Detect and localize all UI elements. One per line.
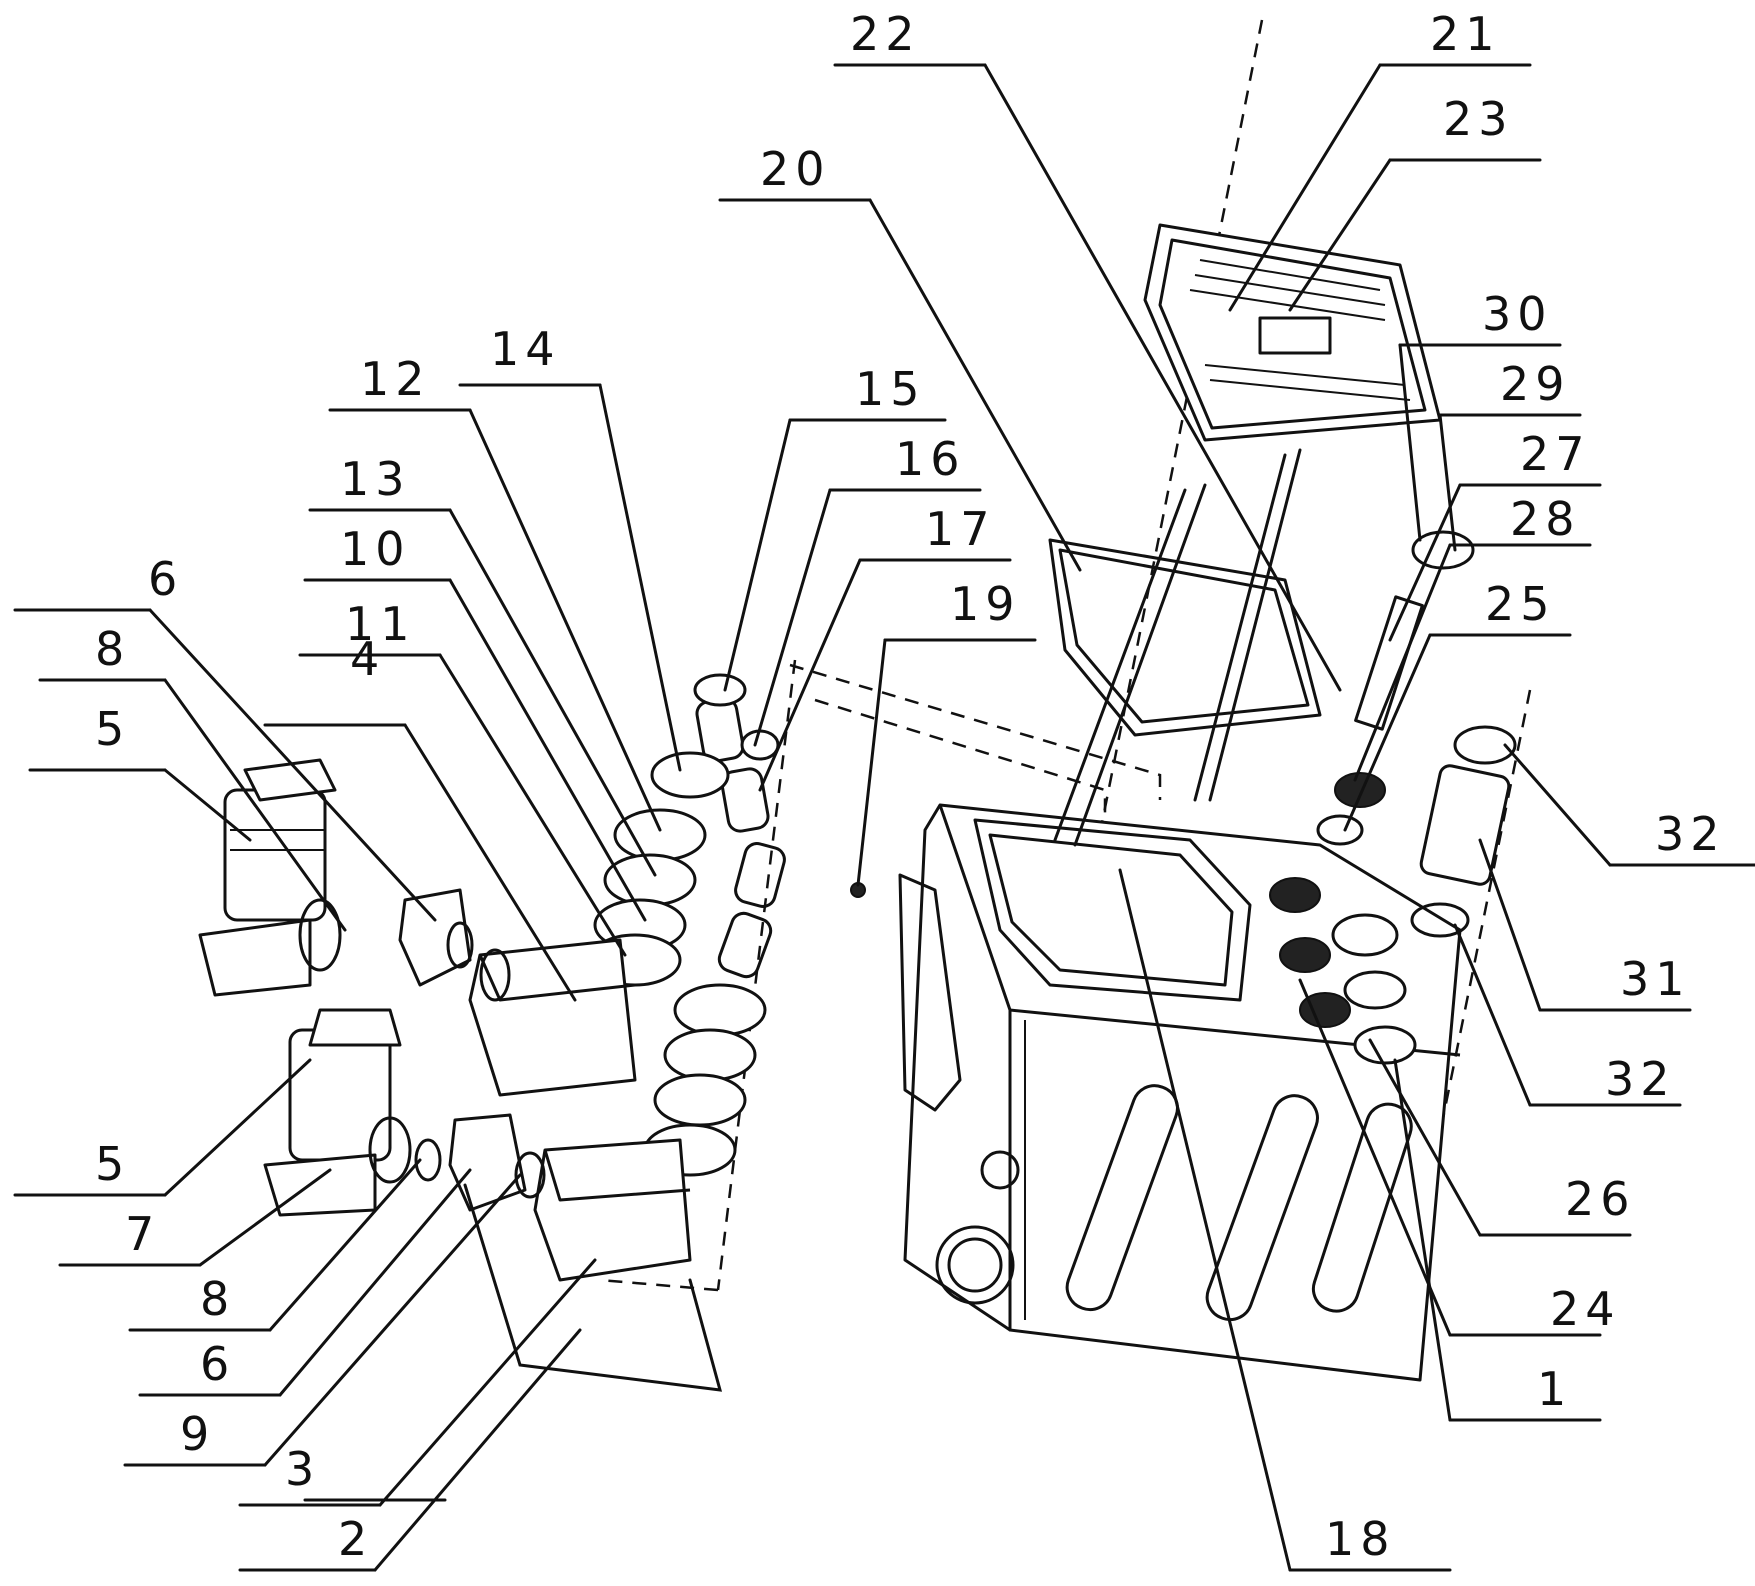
- pipe-sections: [693, 673, 866, 979]
- label-27: 27: [1520, 427, 1591, 481]
- label-14: 14: [490, 322, 561, 376]
- label-29: 29: [1500, 357, 1571, 411]
- label-22: 22: [850, 7, 921, 61]
- label-12: 12: [360, 352, 431, 406]
- label-10: 10: [340, 522, 411, 576]
- label-15: 15: [855, 362, 926, 416]
- upper-pump-assembly: [198, 751, 730, 1097]
- label-21: 21: [1430, 7, 1501, 61]
- label-24: 24: [1550, 1282, 1621, 1336]
- cover-plate: [1143, 223, 1442, 442]
- label-7: 7: [125, 1207, 160, 1261]
- label-9: 9: [180, 1407, 215, 1461]
- label-19: 19: [950, 577, 1021, 631]
- part-labels: 1 2 3 4 5 5 6 6 7 8 8 9 10 11 12 13 14 1…: [95, 7, 1726, 1566]
- label-13: 13: [340, 452, 411, 506]
- label-32-upper: 32: [1655, 807, 1726, 861]
- label-32-lower: 32: [1605, 1052, 1676, 1106]
- label-17: 17: [925, 502, 996, 556]
- label-6-upper: 6: [148, 552, 183, 606]
- label-8-lower: 8: [200, 1272, 235, 1326]
- label-25: 25: [1485, 577, 1556, 631]
- label-4: 4: [350, 632, 385, 686]
- gasket-and-rods: [1048, 448, 1322, 847]
- label-8-upper: 8: [95, 622, 130, 676]
- lower-pump-assembly: [263, 983, 767, 1282]
- label-28: 28: [1510, 492, 1581, 546]
- leader-lines: [13, 63, 1755, 1572]
- label-16: 16: [895, 432, 966, 486]
- main-tank: [898, 803, 1462, 1382]
- label-30: 30: [1482, 287, 1553, 341]
- label-3: 3: [285, 1442, 320, 1496]
- label-5-lower: 5: [95, 1137, 130, 1191]
- label-26: 26: [1565, 1172, 1636, 1226]
- label-2: 2: [338, 1512, 373, 1566]
- label-11: 11: [345, 597, 416, 651]
- label-23: 23: [1443, 92, 1514, 146]
- label-18: 18: [1325, 1512, 1396, 1566]
- label-6-lower: 6: [200, 1337, 235, 1391]
- label-20: 20: [760, 142, 831, 196]
- label-1: 1: [1537, 1362, 1572, 1416]
- label-5-upper: 5: [95, 702, 130, 756]
- label-31: 31: [1620, 952, 1691, 1006]
- nozzle-stack: [1316, 530, 1517, 938]
